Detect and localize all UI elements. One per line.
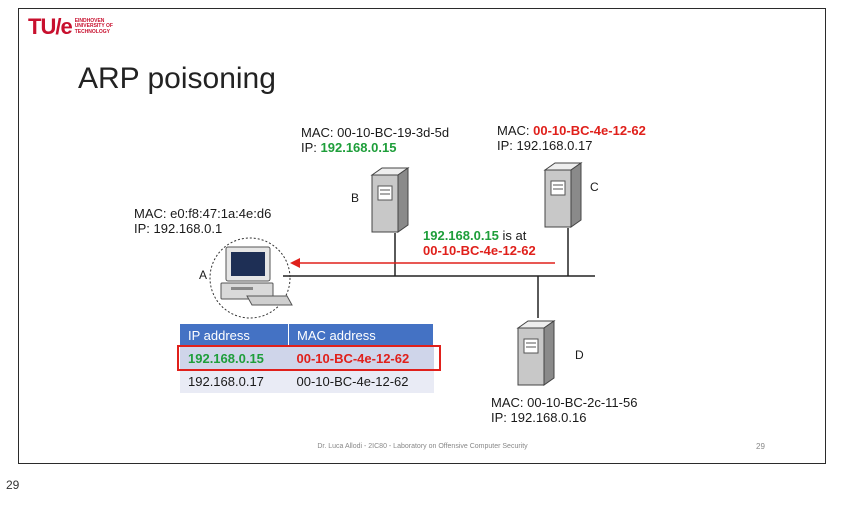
table-cell-ip: 192.168.0.15	[180, 347, 289, 370]
arp-cache-table: IP address MAC address 192.168.0.15 00-1…	[180, 324, 434, 393]
node-a-ip: 192.168.0.1	[153, 221, 223, 236]
server-d-icon	[516, 320, 556, 386]
node-c-ip: 192.168.0.17	[516, 138, 593, 153]
mac-prefix: MAC:	[497, 123, 534, 138]
poisoned-entry-highlight	[177, 345, 441, 371]
computer-a-icon	[220, 246, 293, 306]
logo-mark: TU/e	[28, 14, 73, 39]
mac-prefix: MAC:	[134, 206, 171, 221]
node-d-mac: 00-10-BC-2c-11-56	[527, 395, 638, 410]
logo-subtext: EINDHOVEN UNIVERSITY OF TECHNOLOGY	[74, 17, 113, 36]
logo-line-1: EINDHOVEN	[74, 17, 105, 24]
node-b-info: MAC: 00-10-BC-19-3d-5d IP: 192.168.0.15	[301, 125, 449, 155]
table-cell-ip: 192.168.0.17	[180, 370, 289, 393]
table-row: 192.168.0.15 00-10-BC-4e-12-62	[180, 347, 434, 370]
slide-title: ARP poisoning	[78, 62, 276, 95]
logo-line-3: TECHNOLOGY	[74, 28, 110, 35]
spoof-mac: 00-10-BC-4e-12-62	[423, 243, 536, 258]
column-header-ip: IP address	[180, 324, 289, 347]
node-d-ip: 192.168.0.16	[510, 410, 587, 425]
node-label-c: C	[590, 180, 599, 194]
server-b-icon	[370, 167, 410, 233]
spoof-ip: 192.168.0.15	[423, 228, 499, 243]
spoof-text: is at	[498, 228, 527, 243]
node-label-d: D	[575, 348, 584, 362]
server-c-icon	[543, 162, 583, 228]
table-row: 192.168.0.17 00-10-BC-4e-12-62	[180, 370, 434, 393]
ip-prefix: IP:	[497, 138, 517, 153]
node-c-mac: 00-10-BC-4e-12-62	[533, 123, 646, 138]
attacker-focus-circle	[209, 237, 291, 319]
table-cell-mac: 00-10-BC-4e-12-62	[288, 347, 434, 370]
slide-footer: Dr. Luca Allodi - 2IC80 - Laboratory on …	[317, 443, 528, 450]
node-label-b: B	[351, 191, 360, 205]
ip-prefix: IP:	[491, 410, 511, 425]
mac-prefix: MAC:	[491, 395, 528, 410]
mac-prefix: MAC:	[301, 125, 338, 140]
spoof-arrow-head	[290, 258, 300, 268]
tue-logo: TU/e EINDHOVEN UNIVERSITY OF TECHNOLOGY	[28, 16, 113, 38]
node-c-info: MAC: 00-10-BC-4e-12-62 IP: 192.168.0.17	[497, 123, 646, 153]
node-label-a: A	[199, 268, 208, 282]
node-b-ip: 192.168.0.15	[320, 140, 397, 155]
column-header-mac: MAC address	[288, 324, 434, 347]
logo-line-2: UNIVERSITY OF	[74, 23, 113, 30]
ip-prefix: IP:	[301, 140, 321, 155]
ip-prefix: IP:	[134, 221, 154, 236]
slide-number: 29	[756, 442, 765, 451]
node-a-mac: e0:f8:47:1a:4e:d6	[170, 206, 272, 221]
node-a-info: MAC: e0:f8:47:1a:4e:d6 IP: 192.168.0.1	[134, 206, 271, 236]
node-b-mac: 00-10-BC-19-3d-5d	[337, 125, 450, 140]
node-d-info: MAC: 00-10-BC-2c-11-56 IP: 192.168.0.16	[491, 395, 637, 425]
page-number: 29	[6, 478, 20, 492]
table-header-row: IP address MAC address	[180, 324, 434, 347]
spoof-message: 192.168.0.15 is at 00-10-BC-4e-12-62	[423, 228, 536, 258]
table-cell-mac: 00-10-BC-4e-12-62	[288, 370, 434, 393]
